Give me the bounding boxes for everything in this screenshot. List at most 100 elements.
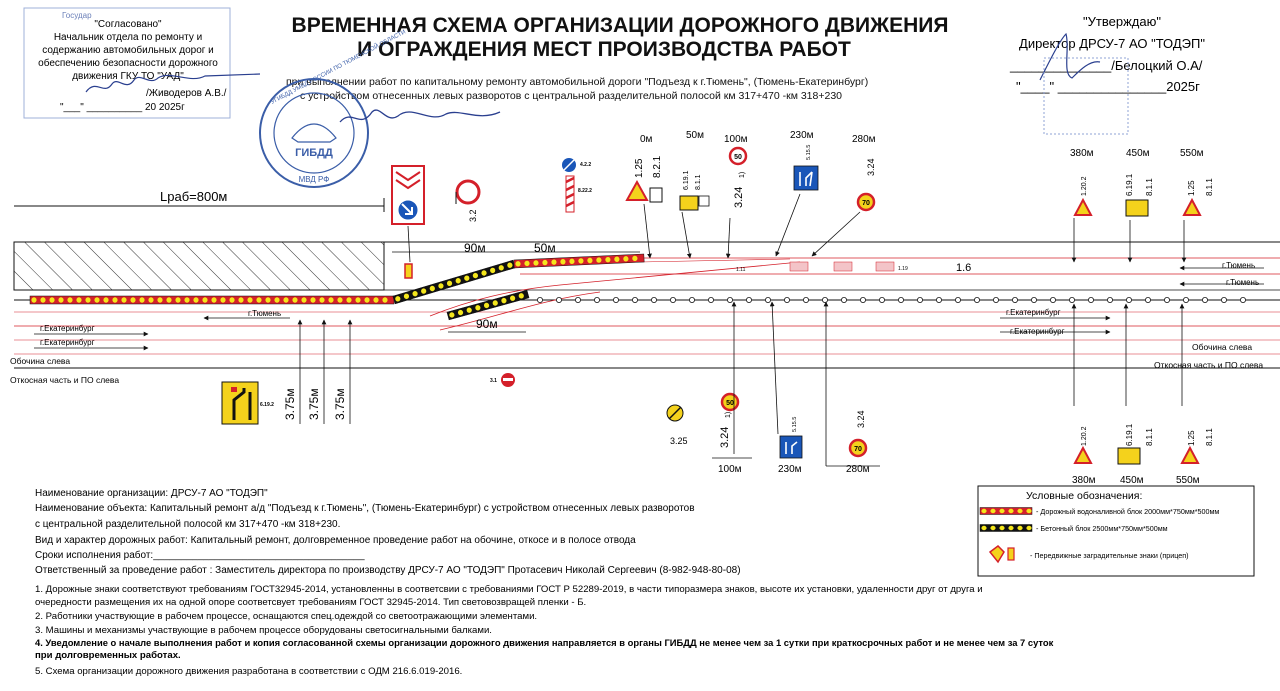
- legend-mobile-barrier-icon: [988, 545, 1005, 564]
- sign-code-8-2-1-a: 8.2.1: [652, 155, 663, 178]
- legend-water-block-swatch-light: [1026, 508, 1032, 514]
- concrete-taper-bottom-light: [475, 305, 481, 311]
- concrete-taper-top-light: [464, 275, 470, 281]
- legend-concrete-block-swatch-light: [1026, 525, 1032, 531]
- median-post-dot: [1031, 296, 1038, 303]
- approval-stamp-frame: [23, 7, 231, 119]
- leader-230m-bottom: [769, 301, 779, 435]
- stamp-center-text: ГИБДД: [295, 147, 333, 159]
- water-block-row-top: [513, 253, 645, 269]
- concrete-taper-top-light: [403, 293, 410, 299]
- info-responsible: Ответственный за проведение работ : Заме…: [35, 564, 741, 576]
- concrete-taper-bottom-light: [501, 297, 507, 304]
- legend-concrete-block-swatch-light: [1017, 525, 1023, 531]
- water-block-row-light: [346, 297, 352, 303]
- concrete-taper-bottom-light: [518, 293, 524, 299]
- dist-top-550: 550м: [1180, 148, 1204, 159]
- note-line-7: 5. Схема организации дорожного движения …: [35, 666, 462, 677]
- water-block-row-top-light: [569, 258, 575, 265]
- info-object-line2: с центральной разделительной полосой км …: [35, 519, 340, 530]
- direction-post-stripes: [565, 176, 575, 208]
- sign-code-3-1: 3.1: [490, 378, 497, 384]
- median-post-dot: [898, 296, 905, 303]
- concrete-taper-top-light: [455, 278, 461, 284]
- legend-concrete-block-swatch-light: [999, 525, 1005, 531]
- note-line-2: очередности размещения их на одной опоре…: [35, 597, 586, 608]
- concrete-taper-top-light: [446, 280, 453, 287]
- median-post-dot: [1012, 296, 1019, 303]
- detour-scheme-sign-icon-b: [1125, 199, 1149, 217]
- median-post-dot: [841, 296, 848, 303]
- signature-center: [339, 109, 501, 123]
- dist-bottom-230: 230м: [778, 464, 802, 475]
- detour-line-red-3: [639, 258, 791, 263]
- signature-right: [1039, 32, 1101, 81]
- water-block-row-light: [85, 297, 91, 303]
- legend-water-block-swatch-light: [1008, 508, 1014, 514]
- water-block-row-light: [265, 297, 271, 303]
- speed-limit-sign-50-top: [728, 146, 748, 166]
- roadworks-warning-icon-top-b: [1182, 197, 1202, 216]
- median-post-dot: [955, 296, 962, 303]
- dir-label-ekb-right-2: г.Екатеринбург: [1010, 327, 1065, 336]
- median-post-dot: [746, 296, 753, 303]
- legend-item-water-block: - Дорожный водоналивной блок 2000мм*750м…: [1036, 507, 1219, 516]
- dist-bottom-550: 550м: [1176, 475, 1200, 486]
- sign-code-3-24-top-2: 3.24: [866, 158, 876, 176]
- water-block-row-light: [247, 297, 253, 303]
- speed-limit-sign-70-top: [856, 192, 876, 212]
- water-block-row-light: [238, 297, 244, 303]
- legend-concrete-block-swatch: [979, 524, 1033, 532]
- median-post-dot: [1107, 296, 1114, 303]
- approval-right-block: "Утверждаю" Директор ДРСУ-7 АО "ТОДЭП" _…: [1009, 14, 1205, 135]
- median-post-dot: [974, 296, 981, 303]
- legend: Условные обозначения: - Дорожный водонал…: [977, 485, 1255, 577]
- water-block-row-top-light: [515, 261, 521, 267]
- median-post-dot: [689, 296, 696, 303]
- water-block-row-light: [76, 297, 82, 303]
- leader-0m: [643, 203, 652, 259]
- dir-label-tyumen-left: г.Тюмень: [248, 309, 281, 318]
- median-post-dot: [537, 296, 544, 303]
- sign-code-3-24-top: 3.24: [733, 187, 745, 208]
- dir-label-tyumen-right-1: г.Тюмень: [1222, 261, 1255, 270]
- road-narrows-warning-icon-top: [1073, 197, 1093, 216]
- lane-shift-arrow-icon: [232, 388, 252, 420]
- no-entry-all-sign-icon: [455, 179, 481, 205]
- marking-1-11-block-b: [833, 261, 853, 272]
- dim-90-top-label: 90м: [464, 241, 486, 255]
- sign-code-8-1-1-b: 8.1.1: [1145, 178, 1154, 196]
- sign-code-8-1-1-e: 8.1.1: [1205, 428, 1214, 446]
- legend-item-concrete-block: - Бетонный блок 2500мм*750мм*500мм: [1036, 524, 1168, 533]
- lane-shift-sign-icon: [221, 381, 259, 425]
- median-post-dot: [1183, 296, 1190, 303]
- shoulder-left-label: Обочина слева: [10, 356, 70, 366]
- subtitle-line1: при выполнении работ по капитальному рем…: [286, 76, 868, 88]
- water-block-row-top-light: [560, 259, 566, 265]
- legend-item-mobile-barrier: - Передвижные заградительные знаки (приц…: [1030, 551, 1189, 560]
- marking-1-11-block-c: [875, 261, 895, 272]
- road-diagram: Lраб=800м 1.11 1.19 1.6 90м 50м 90м: [10, 130, 1280, 486]
- keep-left-slash-icon: [563, 159, 575, 171]
- slope-left-label: Откосная часть и ПО слева: [10, 375, 119, 385]
- lane-width-3: 3.75м: [333, 388, 347, 420]
- notes-block: 1. Дорожные знаки соответствуют требован…: [35, 584, 1054, 677]
- water-block-row-light: [328, 297, 334, 303]
- water-block-row-light: [139, 297, 145, 303]
- median-post-dot: [1126, 296, 1133, 303]
- detour-scheme-sign-icon-a: [679, 195, 699, 211]
- water-block-row-top-light: [551, 259, 557, 265]
- legend-concrete-block-swatch-body: [979, 524, 1033, 532]
- concrete-taper-top-light: [490, 267, 496, 274]
- note-line-5: 4. Уведомление о начале выполнения работ…: [35, 637, 1054, 648]
- median-post-dot: [727, 296, 734, 303]
- leader-100m: [725, 217, 731, 259]
- concrete-taper-bottom-light: [466, 307, 472, 313]
- water-block-row-light: [166, 297, 172, 303]
- water-block-row-top-light: [578, 258, 584, 264]
- median-post-dot: [556, 296, 563, 303]
- concrete-taper-top-light: [472, 272, 479, 279]
- water-block-row-top-light: [533, 260, 539, 266]
- sign-code-6-19-1-a: 6.19.1: [683, 170, 690, 190]
